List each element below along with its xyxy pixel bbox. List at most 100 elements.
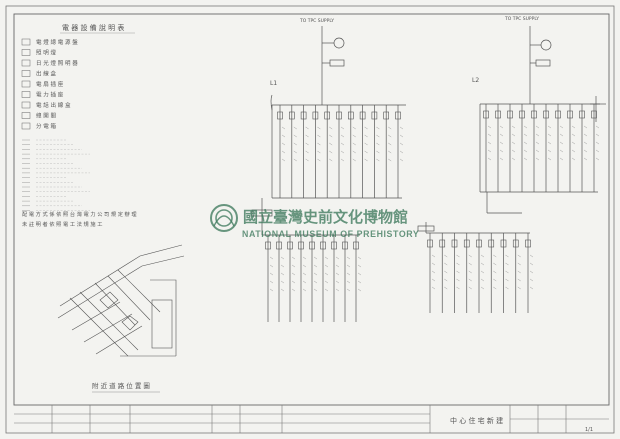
circuit-tick: [456, 262, 460, 266]
circuit-tick: [335, 280, 340, 284]
legend-item: 總 開 關: [36, 112, 56, 120]
circuit-tick: [511, 157, 516, 161]
circuit-tick: [517, 286, 521, 290]
circuit-tick: [281, 158, 286, 162]
legend-symbol-icon: [21, 122, 31, 130]
circuit-tick: [313, 288, 318, 292]
legend-rows: 電 燈 總 電 源 盤照 明 燈日 光 燈 照 明 器出 線 盒電 扇 插 座電…: [21, 38, 137, 228]
watermark-chinese: 國立臺灣史前文化博物館: [243, 208, 408, 226]
circuit-tick: [281, 150, 286, 154]
circuit-tick: [583, 125, 588, 129]
circuit-tick: [431, 278, 436, 282]
breaker-icon: [427, 239, 433, 248]
breaker-icon: [488, 239, 495, 248]
legend-symbol-icon: [21, 101, 31, 109]
circuit-tick: [281, 142, 286, 146]
legend-item: 照 明 燈: [36, 49, 56, 57]
breaker-icon: [531, 110, 537, 119]
breaker-icon: [507, 110, 513, 119]
circuit-tick: [340, 158, 345, 162]
circuit-tick: [376, 142, 380, 146]
circuit-tick: [499, 133, 504, 137]
legend-note: 配 電 方 式 係 依 照 台 灣 電 力 公 司 規 定 辦 理: [22, 210, 137, 218]
circuit-tick: [456, 254, 460, 258]
circuit-tick: [317, 126, 321, 130]
watermark-english: NATIONAL MUSEUM OF PREHISTORY: [242, 229, 419, 239]
circuit-tick: [517, 262, 521, 266]
circuit-tick: [305, 126, 309, 130]
legend-symbol-icon: [21, 70, 31, 77]
right-sub-branch-circuits: [427, 233, 534, 313]
circuit-tick: [388, 150, 392, 154]
circuit-tick: [468, 262, 472, 266]
breaker-icon: [383, 111, 390, 120]
legend-symbol-icon: [21, 112, 31, 119]
location-map-caption: 附 近 道 路 位 置 圖: [92, 381, 150, 390]
circuit-tick: [468, 278, 472, 282]
sub-panel-left: [251, 198, 362, 322]
sheet-number: 1/1: [585, 427, 593, 433]
circuit-tick: [313, 264, 318, 268]
legend-table: 電 器 設 備 說 明 表 電 燈 總 電 源 盤照 明 燈日 光 燈 照 明 …: [21, 23, 137, 228]
circuit-tick: [352, 150, 356, 154]
circuit-tick: [559, 125, 564, 129]
circuit-tick: [559, 157, 564, 161]
circuit-tick: [399, 158, 404, 162]
circuit-tick: [352, 142, 356, 146]
circuit-tick: [291, 256, 296, 260]
circuit-tick: [399, 150, 404, 154]
circuit-tick: [346, 288, 351, 292]
circuit-tick: [499, 141, 504, 145]
legend-item: 電 燈 總 電 源 盤: [36, 38, 78, 46]
circuit-tick: [571, 133, 576, 137]
legend-item: 日 光 燈 照 明 器: [36, 59, 78, 67]
circuit-tick: [595, 133, 600, 137]
circuit-tick: [317, 134, 321, 138]
circuit-tick: [468, 286, 472, 290]
circuit-tick: [511, 149, 516, 153]
circuit-tick: [357, 280, 362, 284]
circuit-tick: [291, 280, 296, 284]
circuit-tick: [505, 254, 509, 258]
circuit-tick: [399, 142, 404, 146]
circuit-tick: [595, 149, 600, 153]
circuit-tick: [595, 157, 600, 161]
circuit-tick: [302, 256, 307, 260]
circuit-tick: [583, 141, 588, 145]
breaker-icon: [276, 241, 282, 250]
circuit-tick: [468, 254, 472, 258]
circuit-tick: [340, 150, 345, 154]
circuit-tick: [399, 126, 404, 130]
circuit-tick: [431, 262, 436, 266]
drawing-title: 中 心 住 宅 新 建: [450, 416, 503, 425]
circuit-tick: [505, 270, 509, 274]
circuit-tick: [529, 270, 534, 274]
breaker-icon: [439, 239, 446, 248]
circuit-tick: [517, 270, 521, 274]
circuit-tick: [293, 134, 297, 138]
circuit-tick: [269, 280, 274, 284]
circuit-tick: [364, 150, 368, 154]
circuit-tick: [269, 264, 274, 268]
circuit-tick: [535, 141, 540, 145]
circuit-tick: [305, 150, 309, 154]
circuit-tick: [340, 142, 345, 146]
riser-right-source: TO TPC SUPPLY: [504, 16, 539, 22]
circuit-tick: [547, 133, 552, 137]
breaker-icon: [591, 110, 597, 119]
circuit-tick: [444, 286, 448, 290]
circuit-tick: [340, 134, 345, 138]
circuit-tick: [335, 288, 340, 292]
circuit-tick: [302, 264, 307, 268]
circuit-tick: [313, 280, 318, 284]
circuit-tick: [317, 158, 321, 162]
circuit-tick: [293, 126, 297, 130]
circuit-tick: [280, 280, 285, 284]
circuit-tick: [291, 272, 296, 276]
circuit-tick: [364, 134, 368, 138]
circuit-tick: [444, 270, 448, 274]
circuit-tick: [324, 256, 329, 260]
circuit-tick: [559, 133, 564, 137]
breaker-icon: [300, 111, 307, 120]
circuit-tick: [529, 254, 534, 258]
